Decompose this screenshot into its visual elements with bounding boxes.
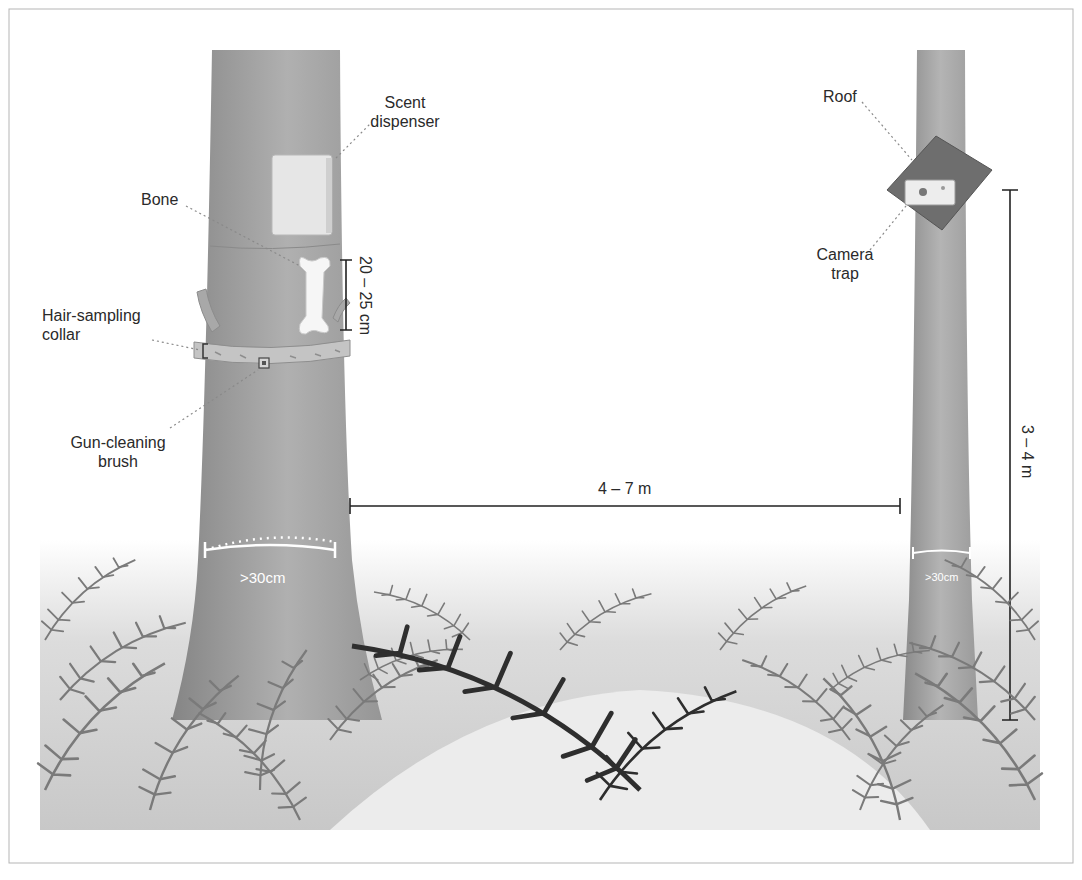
dark-fern — [352, 627, 753, 800]
hair-sampling-collar — [194, 340, 350, 364]
label: Roof — [823, 87, 857, 106]
branch-stub — [197, 289, 220, 332]
collar-barbs — [215, 350, 340, 358]
tree-trunk — [172, 50, 382, 720]
label: >30cm — [240, 569, 285, 587]
leader-lines — [152, 102, 912, 428]
label: 20 – 25 cm — [356, 256, 375, 335]
scent-dispenser-side — [326, 158, 331, 233]
gun-cleaning-brush — [262, 361, 266, 365]
scent-dispenser — [272, 155, 332, 235]
camera-trap — [905, 180, 955, 205]
roof — [887, 136, 992, 230]
dimension-lines — [340, 190, 1018, 720]
bone — [299, 257, 330, 334]
gun-cleaning-brush — [259, 358, 269, 368]
ferns — [15, 553, 1065, 820]
girth-marks — [205, 538, 970, 560]
label: 3 – 4 m — [1018, 425, 1037, 478]
label: 4 – 7 m — [598, 479, 651, 498]
frame — [9, 9, 1073, 863]
label: >30cm — [925, 571, 958, 584]
camera-lens — [919, 188, 927, 196]
wire — [210, 244, 340, 249]
label: Bone — [141, 190, 178, 209]
label: Camera trap — [809, 245, 881, 283]
label: Scent dispenser — [355, 93, 455, 131]
label: Gun-cleaning brush — [62, 433, 174, 471]
branch-stub — [333, 298, 350, 322]
label: Hair-sampling collar — [42, 306, 154, 344]
camera-sensor — [941, 186, 945, 190]
collar-bracket — [203, 344, 208, 358]
